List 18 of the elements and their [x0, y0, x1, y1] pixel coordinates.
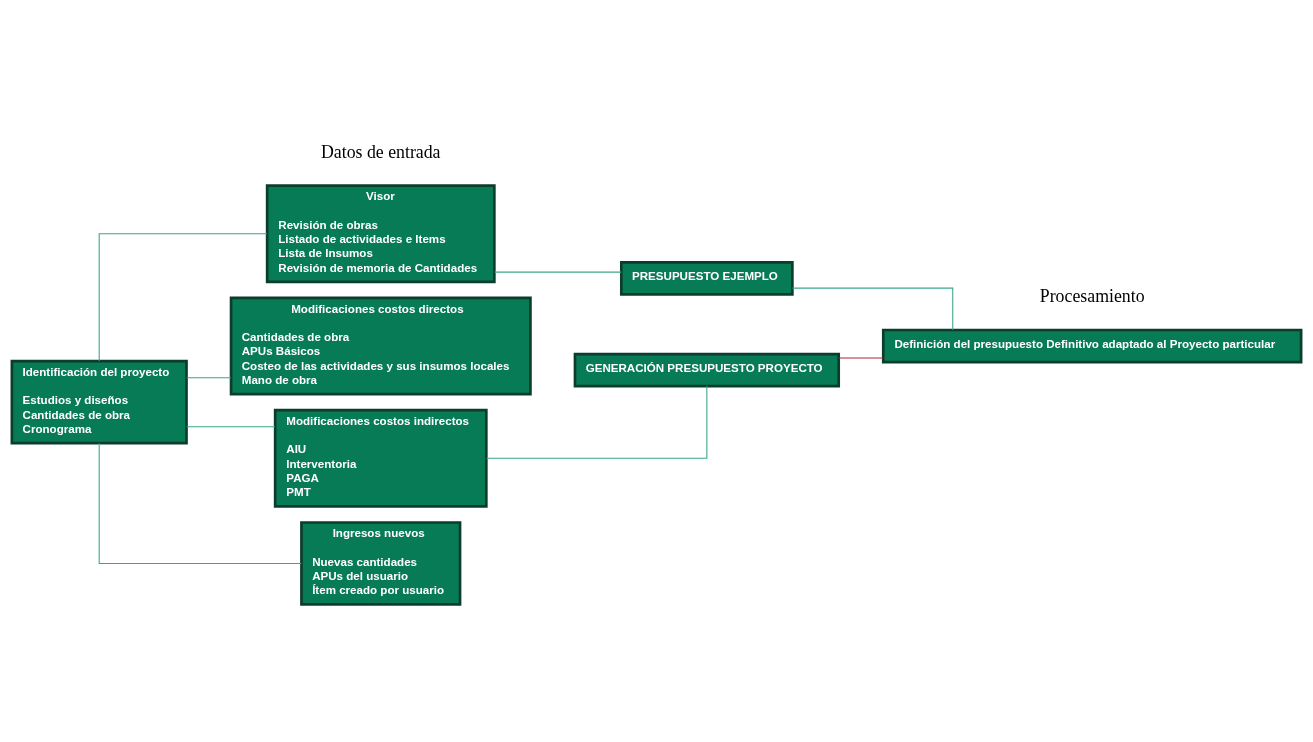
- node-box: Modificaciones costos indirectos AIU Interventoria PAGA PMT: [273, 408, 488, 508]
- connector: [186, 426, 276, 428]
- connector: [791, 287, 954, 331]
- node-box: Identificación del proyecto Estudios y diseños Cantidades de obra Cronograma: [10, 359, 188, 445]
- node-box: PRESUPUESTO EJEMPLO: [619, 260, 794, 296]
- connector: [485, 385, 708, 459]
- connector: [186, 377, 232, 379]
- label: Datos de entrada: [320, 142, 441, 163]
- node-box: GENERACIÓN PRESUPUESTO PROYECTO: [573, 352, 841, 388]
- node-box: Visor Revisión de obras Listado de actividades e Items Lista de Insumos Revisión de memoria de Cantidades: [265, 184, 496, 284]
- label: Procesamiento: [1039, 286, 1145, 307]
- connector: [494, 271, 622, 273]
- connector: [98, 442, 302, 564]
- node-box: Definición del presupuesto Definitivo adaptado al Proyecto particular: [881, 328, 1303, 364]
- connector: [98, 233, 268, 362]
- node-box: Ingresos nuevos Nuevas cantidades APUs del usuario Ítem creado por usuario: [300, 521, 462, 606]
- node-box: Modificaciones costos directos Cantidades de obra APUs Básicos Costeo de las actividades y sus insumos locales Mano de obra: [229, 296, 532, 396]
- connector: [838, 357, 884, 359]
